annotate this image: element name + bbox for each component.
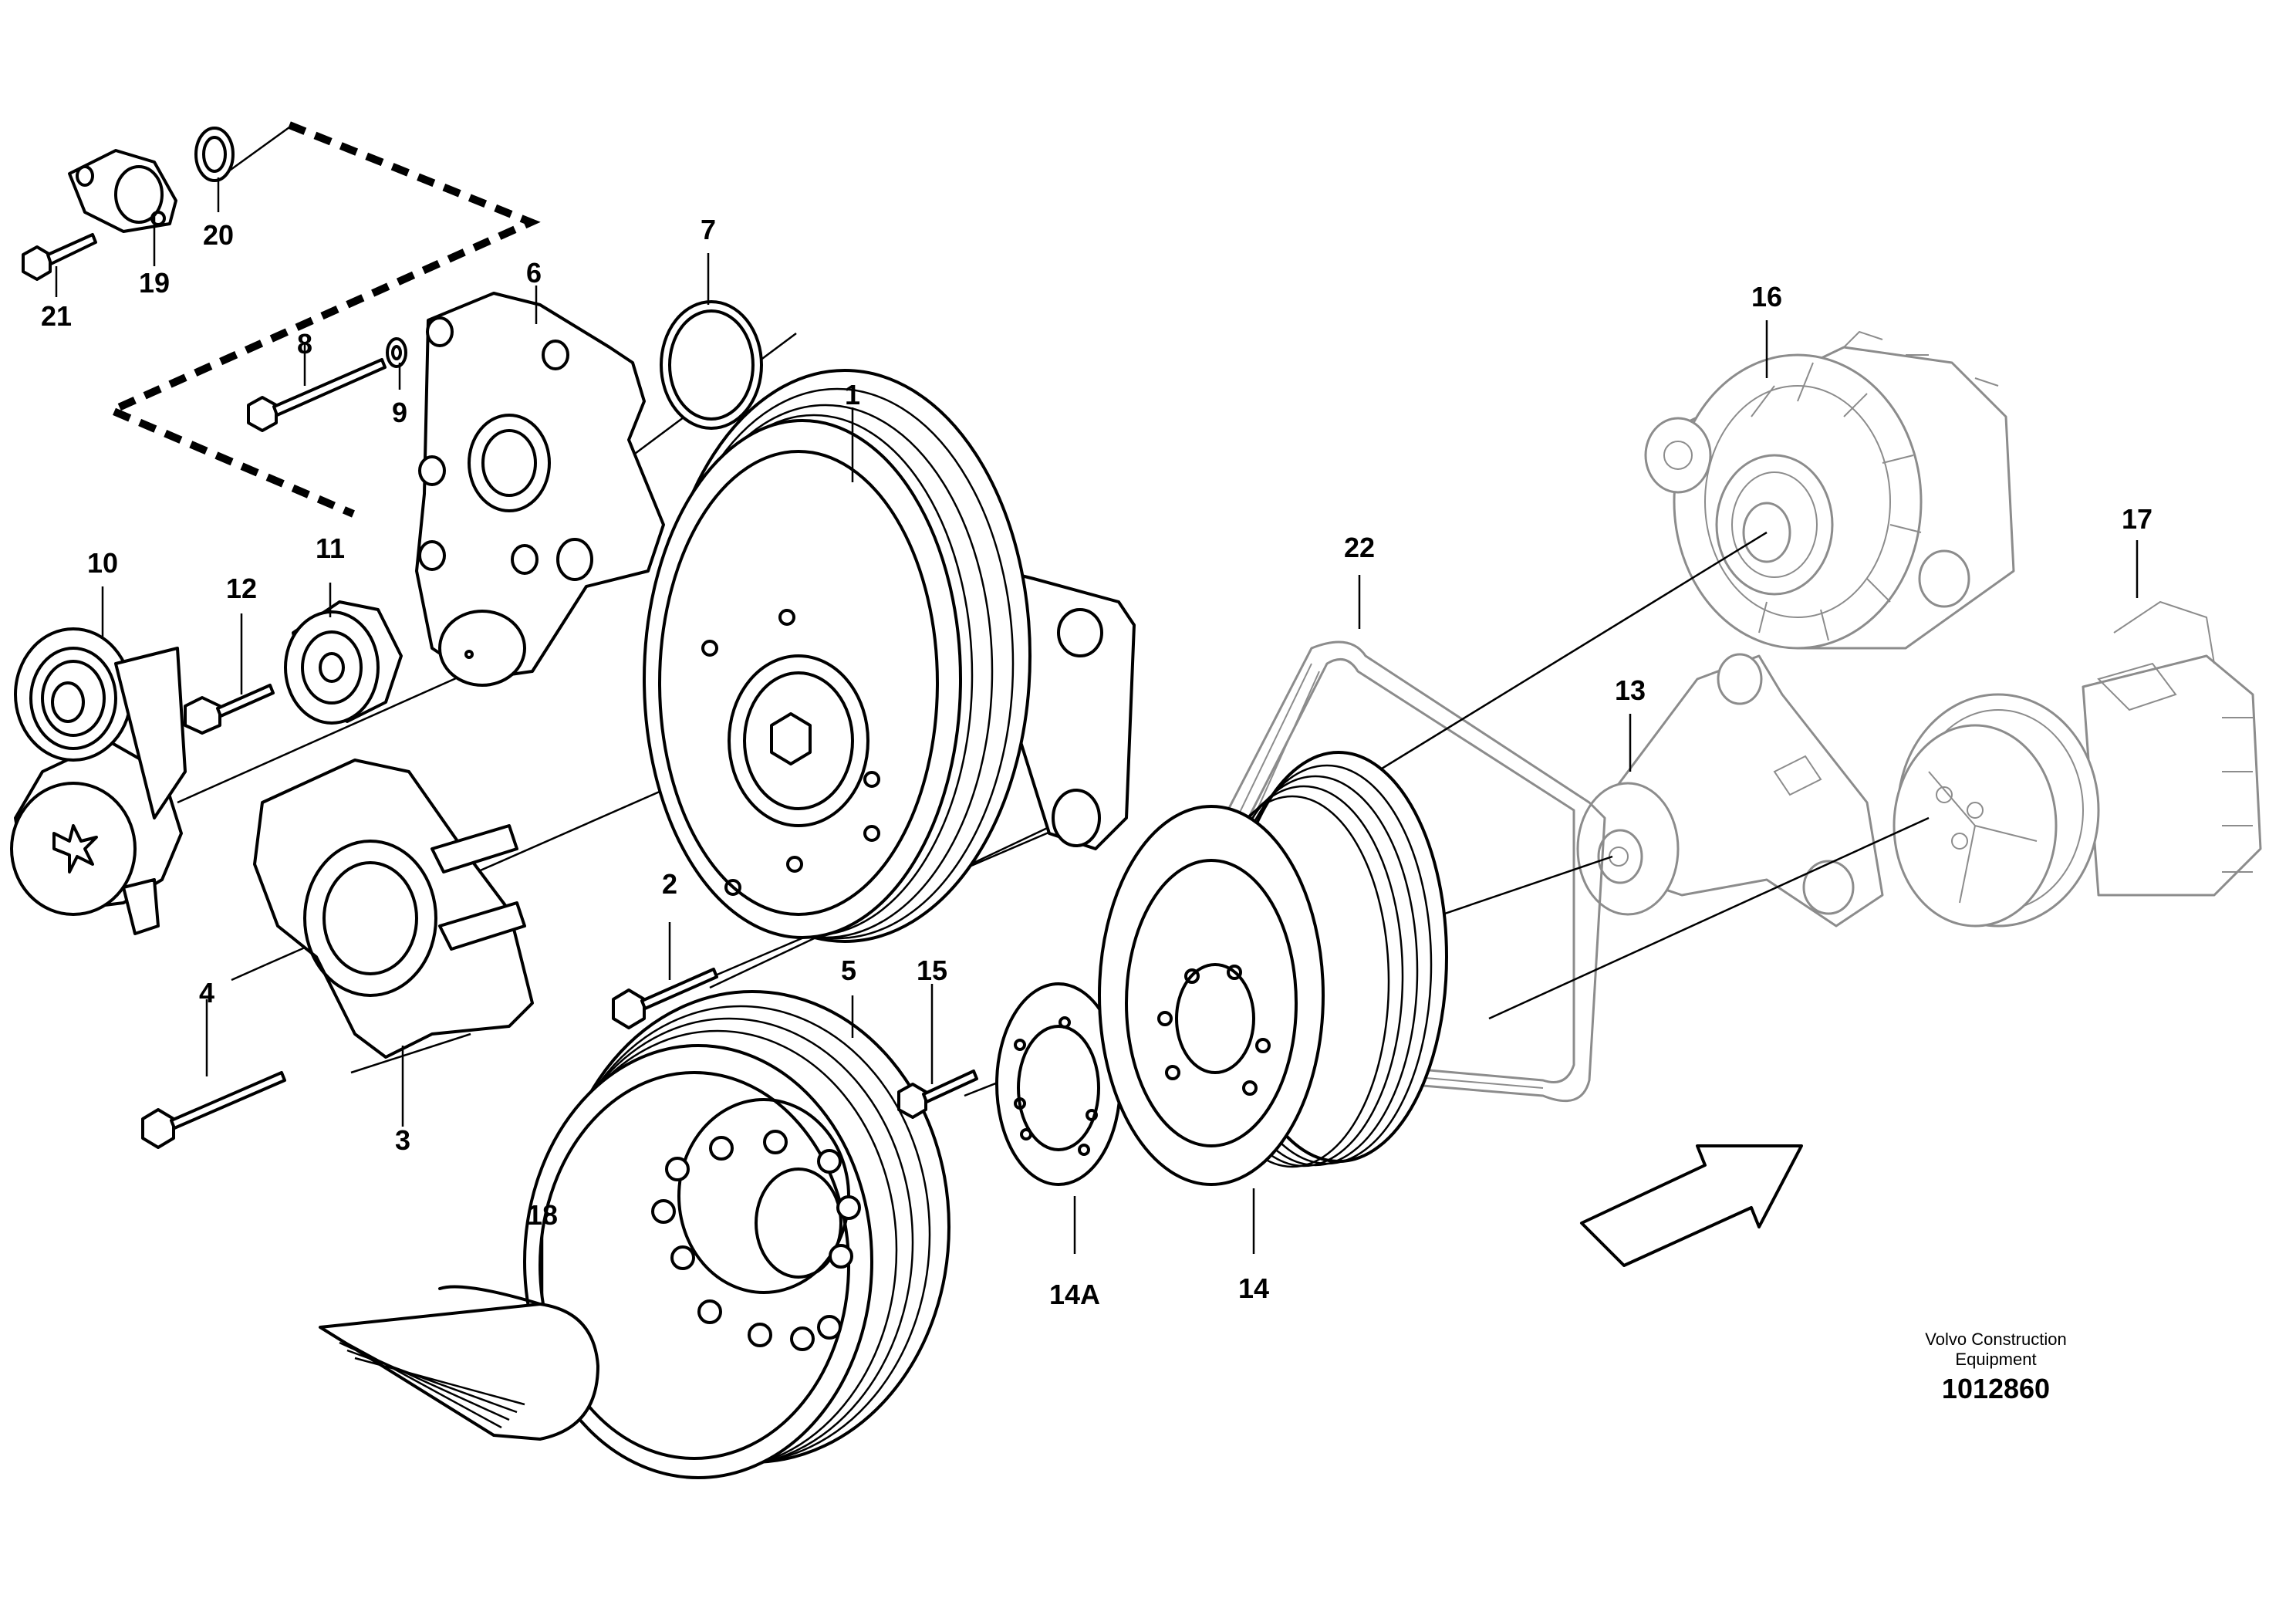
pulley-14	[1098, 751, 1448, 1186]
callout-2: 2	[661, 868, 678, 900]
callout-14a: 14A	[1048, 1279, 1101, 1310]
callout-19: 19	[138, 267, 171, 299]
ac-compressor-17	[1893, 600, 2262, 928]
callout-8: 8	[296, 328, 313, 360]
bracket-6	[415, 292, 665, 687]
callout-22: 22	[1343, 532, 1376, 563]
callout-leaders	[55, 177, 2139, 1304]
seal-ring-20	[194, 127, 235, 182]
idler-11	[284, 600, 403, 725]
callout-15: 15	[916, 955, 948, 986]
callout-10: 10	[86, 547, 119, 579]
crank-pulley-5	[523, 990, 950, 1479]
bolt-4	[141, 1071, 286, 1149]
callout-9: 9	[391, 397, 408, 428]
bolt-2	[612, 968, 718, 1029]
callout-7: 7	[700, 214, 717, 245]
direction-arrow	[1580, 1144, 1803, 1267]
flange-19	[68, 149, 177, 233]
o-ring-7	[660, 300, 763, 430]
hub-3	[253, 759, 534, 1059]
bolt-15	[897, 1070, 978, 1119]
callout-1: 1	[844, 379, 861, 411]
spacer-14a	[995, 982, 1122, 1186]
bolt-12	[184, 684, 275, 735]
washer-9	[386, 337, 407, 368]
callout-13: 13	[1614, 674, 1646, 706]
callout-5: 5	[840, 955, 857, 986]
callout-11: 11	[315, 532, 346, 564]
water-pump-13	[1576, 653, 1884, 928]
callout-16: 16	[1751, 281, 1783, 313]
brand-name-line1: Volvo Construction	[1925, 1330, 2067, 1349]
belt-18	[319, 1285, 599, 1441]
callout-17: 17	[2121, 503, 2153, 535]
callout-12: 12	[225, 573, 258, 604]
brand-name-line2: Equipment	[1955, 1350, 2037, 1369]
callout-14: 14	[1237, 1272, 1270, 1304]
alternator-16	[1644, 330, 2015, 650]
callout-20: 20	[202, 219, 235, 251]
bolt-8	[247, 358, 387, 432]
drawing-number: 1012860	[1941, 1373, 2051, 1404]
fan-pulley-1	[643, 369, 1136, 943]
callout-4: 4	[198, 977, 215, 1009]
tensioner-10	[10, 627, 187, 935]
callout-3: 3	[394, 1124, 411, 1156]
callout-6: 6	[525, 257, 542, 289]
bolt-21	[22, 233, 97, 281]
callout-18: 18	[526, 1199, 559, 1231]
callout-21: 21	[40, 300, 73, 332]
